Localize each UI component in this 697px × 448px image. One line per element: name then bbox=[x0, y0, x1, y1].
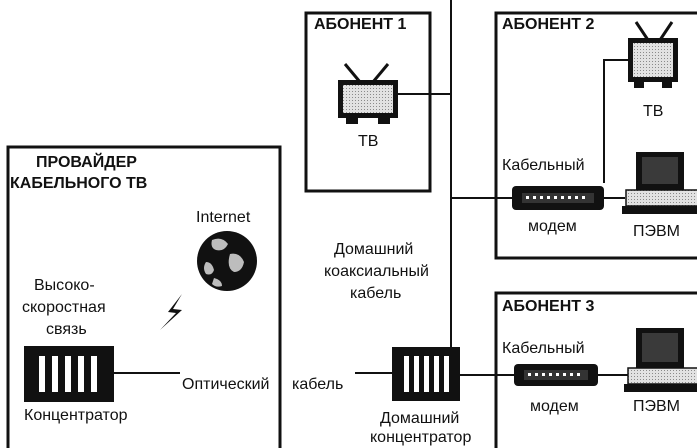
cable-modem-icon bbox=[514, 364, 598, 386]
tv-icon bbox=[338, 64, 398, 124]
optical-cable-label-part2: кабель bbox=[292, 376, 343, 394]
link-label-line1: Высоко- bbox=[34, 277, 95, 295]
subscriber3-title: АБОНЕНТ 3 bbox=[502, 298, 594, 316]
home-cable-label-line1: Домашний bbox=[334, 241, 413, 259]
home-cable-label-line3: кабель bbox=[350, 285, 401, 303]
hub-label: Концентратор bbox=[24, 407, 128, 425]
cable-modem-icon bbox=[512, 186, 604, 210]
subscriber2-title: АБОНЕНТ 2 bbox=[502, 16, 594, 34]
lightning-icon bbox=[160, 294, 182, 330]
subscriber2-tv-label: ТВ bbox=[643, 103, 663, 121]
subscriber2-modem-label-line2: модем bbox=[528, 218, 577, 236]
optical-cable-label-part1: Оптический bbox=[182, 376, 269, 394]
tv-icon bbox=[628, 22, 678, 88]
provider-title-line1: ПРОВАЙДЕР bbox=[36, 154, 137, 172]
home-hub-label-line2: концентратор bbox=[370, 429, 471, 447]
subscriber2-pc-label: ПЭВМ bbox=[633, 223, 680, 241]
home-hub-icon bbox=[392, 347, 460, 401]
link-label-line2: скоростная bbox=[22, 299, 106, 317]
globe-icon bbox=[197, 231, 257, 291]
link-label-line3: связь bbox=[46, 321, 87, 339]
provider-title-line2: КАБЕЛЬНОГО ТВ bbox=[10, 175, 147, 193]
pc-icon bbox=[622, 152, 697, 214]
subscriber3-modem-label-line2: модем bbox=[530, 398, 579, 416]
hub-icon bbox=[24, 346, 114, 402]
pc-icon bbox=[624, 328, 697, 392]
subscriber3-pc-label: ПЭВМ bbox=[633, 398, 680, 416]
home-hub-label-line1: Домашний bbox=[380, 410, 459, 428]
subscriber1-title: АБОНЕНТ 1 bbox=[314, 16, 406, 34]
internet-label: Internet bbox=[196, 209, 250, 227]
subscriber3-modem-label-line1: Кабельный bbox=[502, 340, 585, 358]
subscriber1-tv-label: ТВ bbox=[358, 133, 378, 151]
home-cable-label-line2: коаксиальный bbox=[324, 263, 429, 281]
subscriber2-modem-label-line1: Кабельный bbox=[502, 157, 585, 175]
